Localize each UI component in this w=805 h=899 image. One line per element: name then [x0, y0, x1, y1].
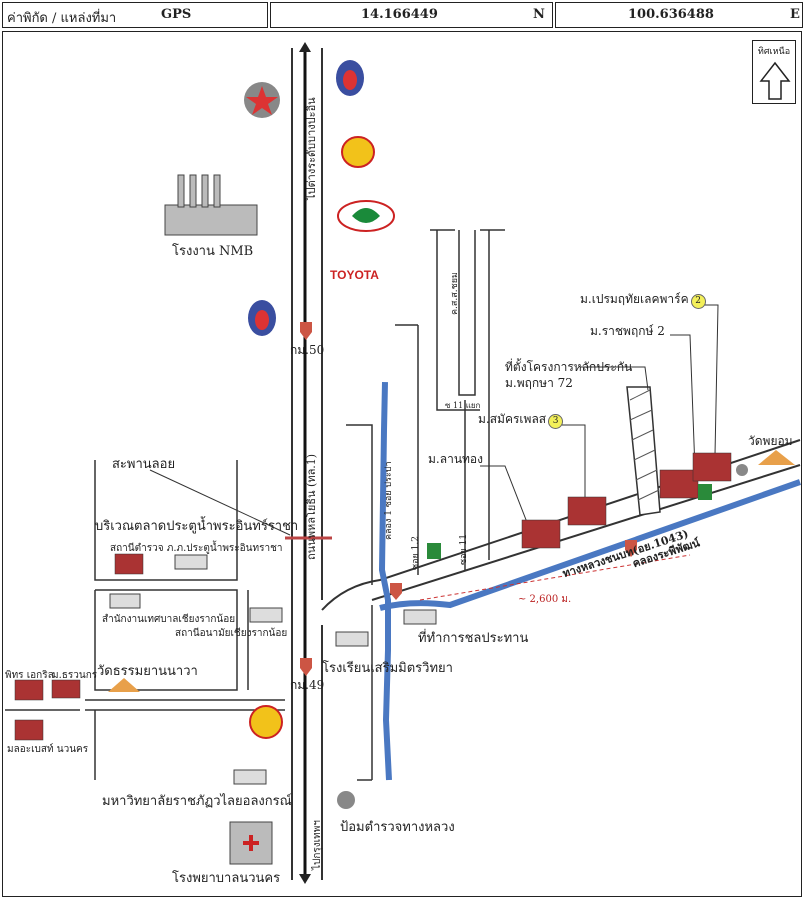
soi-11m-label: ซ 11 แยก — [445, 401, 481, 410]
badge-2: 2 — [690, 294, 706, 309]
health-label: สถานีอนามัยเชียงรากน้อย — [175, 628, 288, 639]
prem-text: ม.เปรมฤทัยเลคพาร์ค — [580, 292, 689, 306]
subdistrict-label: สำนักงานเทศบาลเชียงรากน้อย — [102, 614, 236, 625]
ratchaphruk-label: ม.ราชพฤกษ์ 2 — [590, 324, 665, 338]
canal-left-label: คลอง 1 ซอย ประปา — [384, 461, 394, 540]
soi-top-label: ค.ส.ส.ชยม — [450, 272, 460, 315]
coord-source: GPS — [161, 7, 192, 22]
canal — [378, 381, 801, 781]
hospital-icon — [229, 821, 273, 865]
main-highway — [291, 42, 323, 884]
soi11-label: ซอย 11 — [459, 533, 469, 565]
side-roads — [346, 229, 505, 781]
university-label: มหาวิทยาลัยราชภัฏวไลยอลงกรณ์ — [102, 794, 292, 809]
project-label: ที่ตั้งโครงการหลักประกัน — [505, 360, 633, 374]
hospital-label: โรงพยาบาลนวนคร — [172, 871, 281, 886]
longitude: 100.636488 — [628, 7, 714, 22]
factory-icon — [164, 174, 258, 236]
wat-left-label: วัดธรรมยานนาวา — [97, 664, 198, 679]
bridge-label: สะพานลอย — [112, 457, 176, 472]
irrigation-label: ที่ทำการชลประทาน — [418, 631, 529, 646]
km-marker-icon — [300, 322, 637, 676]
latitude: 14.166449 — [361, 7, 438, 22]
header-lon-cell: 100.636488 E — [555, 2, 803, 28]
office-icon — [109, 554, 437, 785]
wat-right-label: วัดพยอม — [748, 434, 793, 448]
soi12-label: ซอย 1.2 — [411, 536, 421, 570]
plant-label: โรงงาน NMB — [172, 244, 254, 259]
north-indicator: ทิศเหนือ — [752, 40, 796, 104]
header-lat-cell: 14.166449 N — [270, 2, 553, 28]
header-coord-cell: ค่าพิกัด / แหล่งที่มา GPS — [2, 2, 268, 28]
longitude-dir: E — [790, 7, 800, 22]
coord-label: ค่าพิกัด / แหล่งที่มา — [7, 11, 117, 26]
distance-label: ~ 2,600 ม. — [518, 594, 572, 605]
houses — [14, 452, 732, 741]
km50-label: กม.50 — [290, 343, 325, 357]
left-district-roads — [5, 460, 285, 780]
phruksa-label: ม.พฤกษา 72 — [505, 376, 573, 390]
north-arrow-icon — [759, 61, 791, 100]
road-main-label: ถนนพหลโยธิน (ทล.1) — [305, 453, 318, 560]
lanthong-label: ม.ลานทอง — [428, 452, 483, 466]
samakhom-text: ม.สมัครเพลส — [478, 412, 547, 426]
police-hwy-label: ป้อมตำรวจทางหลวง — [340, 820, 455, 835]
school-label: โรงเรียนเสริมมิตรวิทยา — [322, 661, 453, 676]
market-label: บริเวณตลาดประตูน้ำพระอินทร์ราชา — [95, 519, 299, 534]
village-a-label: พิทร เอกริล — [5, 670, 54, 681]
village-c-label: มลอะเบสท์ นวนคร — [7, 744, 89, 755]
caltex-icon — [244, 82, 280, 118]
ptt-icon — [248, 60, 364, 336]
shell-icon — [249, 136, 375, 739]
leader-lines — [480, 304, 719, 531]
road-top-label: ไปต่างระดับบางปะอิน — [305, 97, 318, 200]
kbank-icon — [337, 200, 395, 232]
police-icon — [337, 464, 748, 809]
police-station-label: สถานีตำรวจ ภ.ภ.ประตูน้ำพระอินทราชา — [110, 543, 283, 554]
road-1043 — [321, 439, 801, 611]
km49-label: กม.49 — [290, 678, 325, 692]
project-site — [626, 386, 661, 516]
seven-eleven-icon — [427, 484, 712, 559]
map-frame — [2, 31, 802, 897]
village-b-label: ม.ธรวนกร — [52, 670, 98, 681]
road-bottom-label: ไปกรุงเทพฯ — [312, 820, 323, 870]
north-label: ทิศเหนือ — [757, 47, 791, 57]
latitude-dir: N — [533, 7, 545, 22]
temple-icon — [108, 450, 795, 692]
badge-3: 3 — [548, 414, 564, 429]
overpass-bridge — [149, 469, 332, 540]
toyota-label: TOYOTA — [330, 268, 379, 282]
